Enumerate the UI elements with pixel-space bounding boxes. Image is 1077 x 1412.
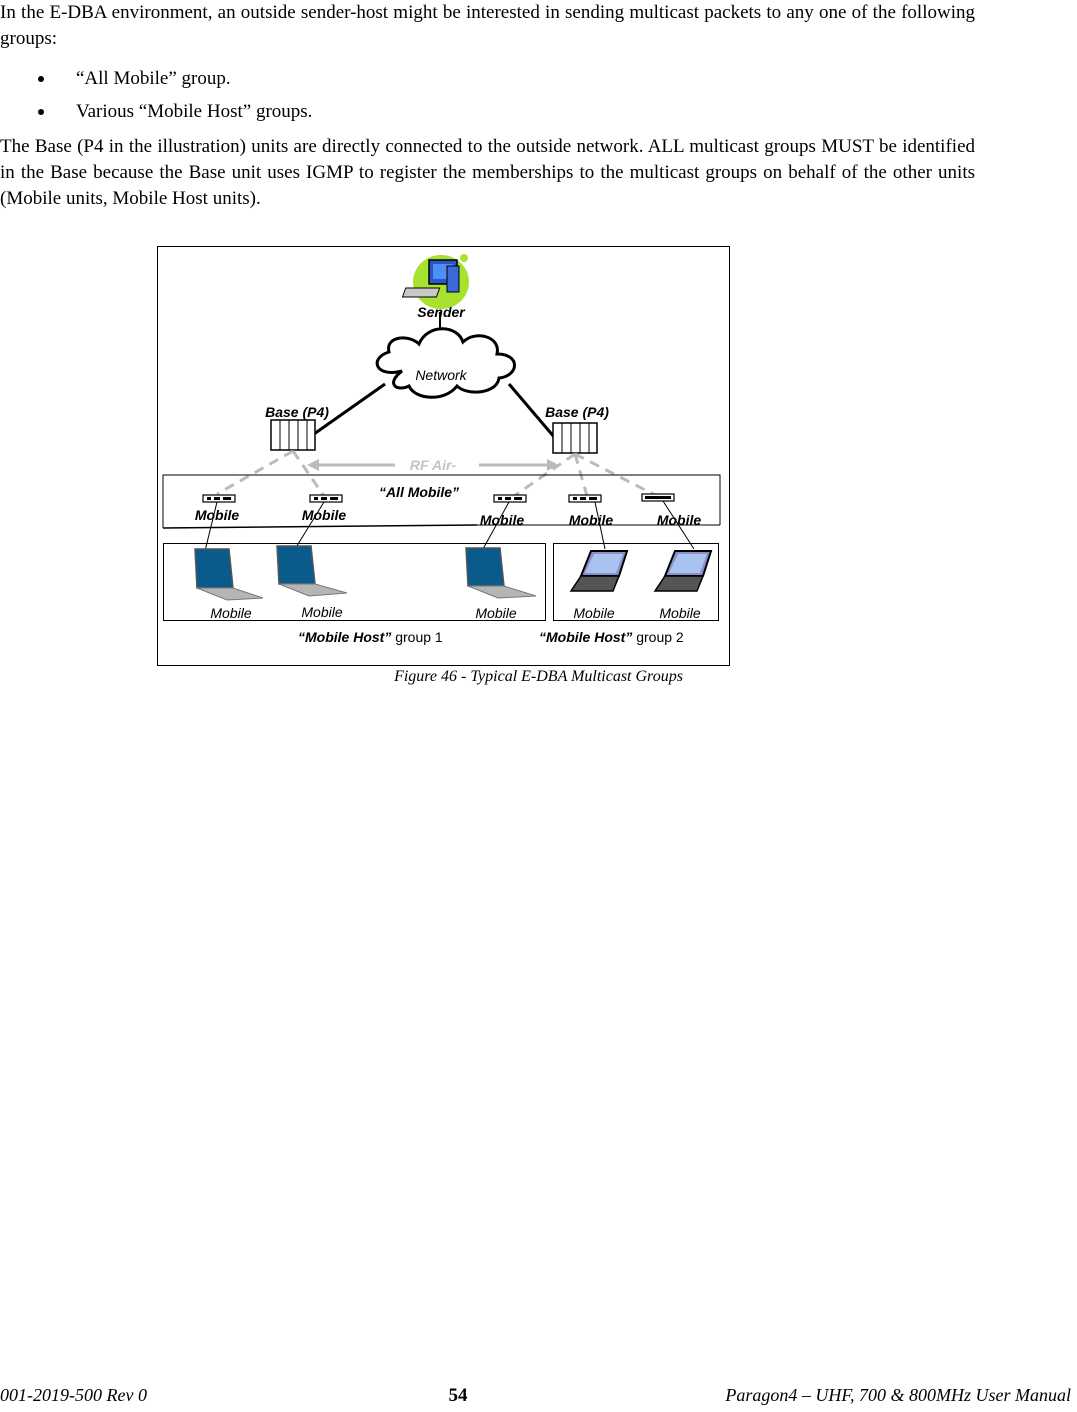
multicast-groups-figure: Sender Network Base (P4) Base (P4) RF Ai…	[157, 246, 730, 666]
intro-paragraph: In the E-DBA environment, an outside sen…	[0, 2, 975, 49]
base-unit-right-icon	[552, 422, 598, 454]
mobile-radio-icon	[202, 494, 236, 503]
mobile-radio-icon	[641, 493, 675, 502]
mobile-radio-icon	[309, 494, 343, 503]
mobile-radio-icon	[493, 494, 527, 503]
base-right-label: Base (P4)	[545, 404, 609, 420]
footer-doc-number: 001-2019-500 Rev 0	[0, 1385, 147, 1405]
group1-label: “Mobile Host” group 1	[298, 629, 443, 645]
host-label: Mobile	[573, 605, 614, 621]
laptop-icon	[276, 545, 348, 597]
link-line	[507, 383, 557, 439]
laptop-icon	[194, 548, 264, 601]
rf-air-label: RF Air-	[410, 457, 456, 473]
all-mobile-group-box	[162, 474, 721, 528]
laptop-icon	[653, 550, 713, 592]
mobile-label: Mobile	[195, 507, 240, 523]
host-label: Mobile	[301, 604, 342, 620]
mobile-label: Mobile	[569, 512, 614, 528]
link-line	[313, 382, 386, 436]
figure-caption: Figure 46 - Typical E-DBA Multicast Grou…	[394, 668, 683, 685]
bullet-icon	[38, 109, 44, 115]
mobile-label: Mobile	[657, 512, 702, 528]
all-mobile-label: “All Mobile”	[379, 484, 459, 500]
base-unit-left-icon	[270, 419, 316, 451]
base-left-label: Base (P4)	[265, 404, 329, 420]
mobile-host-group2-box	[553, 543, 719, 621]
list-item-text: “All Mobile” group.	[76, 68, 231, 89]
mobile-host-group1-box	[163, 543, 546, 621]
host-label: Mobile	[475, 605, 516, 621]
footer-manual-title: Paragon4 – UHF, 700 & 800MHz User Manual	[725, 1385, 1071, 1405]
host-label: Mobile	[659, 605, 700, 621]
list-item: Various “Mobile Host” groups.	[0, 99, 312, 132]
host-label: Mobile	[210, 605, 251, 621]
host-link-lines	[204, 500, 695, 552]
laptop-icon	[465, 547, 537, 599]
base-paragraph: The Base (P4 in the illustration) units …	[0, 136, 975, 209]
network-cloud-icon	[375, 327, 516, 399]
sender-computer-icon	[401, 254, 469, 309]
list-item: “All Mobile” group.	[0, 66, 312, 99]
mobile-label: Mobile	[302, 507, 347, 523]
group-list: “All Mobile” group. Various “Mobile Host…	[0, 66, 312, 132]
bullet-icon	[38, 76, 44, 82]
rf-arrow-icon	[307, 459, 559, 471]
mobile-label: Mobile	[480, 512, 525, 528]
group2-label: “Mobile Host” group 2	[539, 629, 684, 645]
list-item-text: Various “Mobile Host” groups.	[76, 101, 313, 122]
all-mobile-group-box	[162, 524, 478, 529]
network-label: Network	[415, 367, 467, 383]
footer-page-number: 54	[448, 1385, 468, 1406]
mobile-radio-icon	[568, 494, 602, 503]
sender-label: Sender	[417, 304, 466, 320]
laptop-icon	[569, 550, 629, 592]
